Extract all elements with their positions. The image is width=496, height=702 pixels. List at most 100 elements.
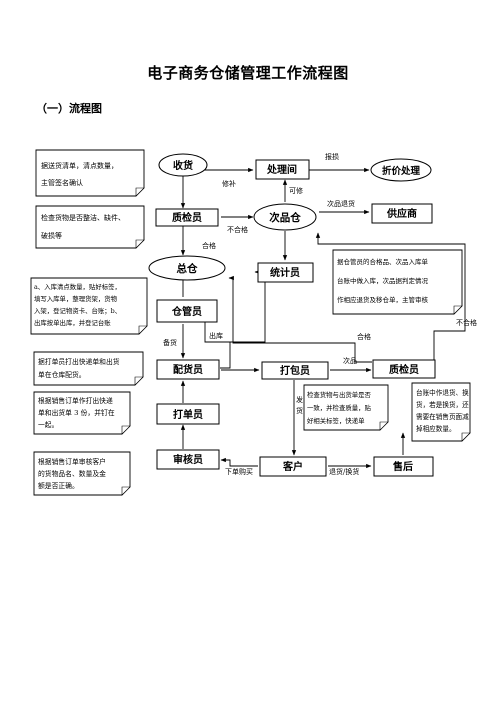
svg-text:检查货物是否整洁、缺件、 破损等: 检查货物是否整洁、缺件、 破损等	[41, 213, 127, 240]
label-qualified-2: 合格	[357, 332, 371, 341]
svg-text:根据销售订单作打出快递 单和出货单 3 份，: 根据销售订单作打出快递 单和出货单 3 份，并钉在 一起。	[38, 396, 117, 429]
label-shipping: 发货	[296, 395, 303, 415]
note-auditor-line-2: 的货物品名、数量及金	[38, 469, 106, 478]
node-customer: 客户	[259, 456, 327, 477]
note-auditor-line-3: 额是否正确。	[38, 481, 79, 490]
note-after-sales-line-2: 货，若是换货，还	[416, 400, 469, 409]
label-repairable: 可修	[289, 186, 303, 195]
node-receiving: 收货	[158, 153, 208, 177]
note-after-sales-line-4: 掉相应数量。	[416, 424, 456, 433]
label-repair: 修补	[222, 179, 236, 188]
node-customer-label: 客户	[282, 460, 303, 473]
note-qc-inbound-line-1: 检查货物是否整洁、缺件、	[41, 213, 125, 222]
svg-text:据仓管员的合格品、次品入库单 台账中做入库，: 据仓管员的合格品、次品入库单 台账中做入库，次品据判定情况 作相应退货及移仓单，…	[337, 257, 430, 304]
label-defect-return: 次品退货	[327, 199, 355, 208]
node-order-clerk-label: 打单员	[173, 408, 203, 421]
node-qc-outbound: 质检员	[372, 359, 436, 379]
svg-text:检查货物与出货单是否 一致，并检查质量，贴: 检查货物与出货单是否 一致，并检查质量，贴 好相关标签，快递单	[307, 390, 373, 425]
note-packer-line-2: 一致，并检查质量，贴	[307, 403, 372, 412]
node-statistician-label: 统计员	[270, 266, 300, 279]
node-supplier: 供应商	[371, 203, 433, 224]
node-qc-outbound-label: 质检员	[389, 363, 419, 376]
node-qc-inbound: 质检员	[155, 208, 219, 227]
note-dispatcher-line-2: 单在仓库配货。	[38, 370, 86, 379]
note-keeper-line-1: a、入库清点数量，贴好标签，	[34, 282, 121, 291]
node-packer-label: 打包员	[280, 364, 310, 377]
node-discount: 折价处理	[370, 158, 432, 182]
note-receiving-line-1: 据送货清单，清点数量，	[41, 161, 118, 170]
node-keeper-label: 仓管员	[171, 305, 202, 318]
node-processing: 处理间	[255, 159, 310, 180]
node-auditor-label: 审核员	[173, 453, 203, 466]
node-processing-label: 处理间	[266, 163, 297, 176]
edge-labels: 报损 修补 可修 次品退货 不合格 合格 不合格 合格 出库 备货 次品 发货 …	[163, 152, 477, 476]
node-main-warehouse-label: 总仓	[177, 262, 198, 275]
arrow-qc2-to-main	[228, 275, 372, 363]
label-place-order: 下单购买	[225, 467, 253, 476]
note-packer-line-3: 好相关标签，快递单	[307, 416, 365, 425]
note-statistician: 据仓管员的合格品、次品入库单 台账中做入库，次品据判定情况 作相应退货及移仓单，…	[332, 249, 463, 315]
svg-text:台账中作退货、换 货，若是换货，还: 台账中作退货、换 货，若是换货，还 需要在销售页面减 掉相应数量。	[416, 388, 471, 433]
node-after-sales: 售后	[373, 456, 434, 477]
label-damaged: 报损	[325, 152, 339, 161]
label-stock-prep: 备货	[163, 338, 177, 347]
connectors	[180, 167, 466, 469]
node-secondary-warehouse-label: 次品仓	[269, 211, 301, 224]
note-qc-inbound-line-2: 破损等	[41, 231, 62, 240]
node-main-warehouse: 总仓	[148, 255, 226, 281]
note-packer-line-1: 检查货物与出货单是否	[307, 390, 372, 399]
node-order-clerk: 打单员	[156, 403, 220, 425]
note-after-sales-line-1: 台账中作退货、换	[416, 388, 469, 397]
note-keeper-line-4: 出库按单出库，并登记台账	[34, 318, 111, 327]
note-statistician-line-1: 据仓管员的合格品、次品入库单	[337, 257, 429, 266]
node-receiving-label: 收货	[173, 159, 193, 172]
label-defect: 次品	[343, 356, 357, 365]
note-after-sales-line-3: 需要在销售页面减	[416, 412, 469, 421]
note-order-clerk-line-1: 根据销售订单作打出快递	[38, 396, 113, 405]
note-packer: 检查货物与出货单是否 一致，并检查质量，贴 好相关标签，快递单	[303, 384, 389, 431]
label-outbound: 出库	[209, 331, 223, 340]
node-secondary-warehouse: 次品仓	[253, 203, 317, 231]
label-qualified-1: 合格	[202, 241, 216, 250]
node-auditor: 审核员	[156, 449, 220, 470]
node-qc-inbound-label: 质检员	[172, 211, 202, 224]
note-order-clerk-line-2: 单和出货单 3 份，并钉在	[38, 408, 115, 417]
svg-text:a、入库清点数量，贴好标签， 填写入库单，整: a、入库清点数量，贴好标签， 填写入库单，整理货架，货物 入架，登记物资卡、台账…	[34, 282, 123, 327]
label-unqualified-1: 不合格	[227, 225, 248, 234]
note-auditor: 根据销售订单审核客户 的货物品名、数量及金 额是否正确。	[33, 451, 131, 496]
note-order-clerk: 根据销售订单作打出快递 单和出货单 3 份，并钉在 一起。	[33, 391, 131, 435]
note-keeper: a、入库清点数量，贴好标签， 填写入库单，整理货架，货物 入架，登记物资卡、台账…	[30, 277, 148, 335]
note-keeper-line-2: 填写入库单，整理货架，货物	[34, 294, 118, 303]
note-qc-inbound: 检查货物是否整洁、缺件、 破损等	[35, 205, 145, 249]
arrow-qc2-to-secondary	[315, 232, 466, 360]
node-dispatcher-label: 配货员	[173, 363, 203, 376]
node-supplier-label: 供应商	[386, 207, 417, 220]
node-statistician: 统计员	[257, 262, 314, 283]
line-outbound	[220, 342, 231, 369]
label-unqualified-2: 不合格	[456, 318, 477, 327]
note-order-clerk-line-3: 一起。	[38, 421, 58, 429]
node-discount-label: 折价处理	[382, 165, 421, 177]
svg-text:据送货清单，清点数量， 主管签名确认: 据送货清单，清点数量， 主管签名确认	[41, 161, 120, 187]
svg-text:据打单员打出快递单和出货 单在仓库配货。: 据打单员打出快递单和出货 单在仓库配货。	[38, 357, 122, 379]
svg-text:根据销售订单审核客户 的货物品名、数量及金: 根据销售订单审核客户 的货物品名、数量及金 额是否正确。	[38, 457, 108, 490]
note-statistician-line-2: 台账中做入库，次品据判定情况	[337, 276, 429, 285]
note-after-sales: 台账中作退货、换 货，若是换货，还 需要在销售页面减 掉相应数量。	[411, 382, 471, 442]
note-dispatcher: 据打单员打出快递单和出货 单在仓库配货。	[33, 351, 144, 386]
node-keeper: 仓管员	[156, 299, 218, 323]
note-receiving: 据送货清单，清点数量， 主管签名确认	[35, 149, 145, 197]
note-receiving-line-2: 主管签名确认	[41, 178, 83, 187]
node-dispatcher: 配货员	[156, 359, 220, 380]
node-after-sales-label: 售后	[393, 460, 413, 473]
note-keeper-line-3: 入架，登记物资卡、台账；b、	[34, 306, 121, 315]
note-statistician-line-3: 作相应退货及移仓单，主管审核	[337, 295, 429, 304]
node-packer: 打包员	[261, 361, 329, 380]
arrow-customer-to-auditor	[220, 457, 258, 467]
page-title: 电子商务仓储管理工作流程图	[147, 64, 349, 82]
note-dispatcher-line-1: 据打单员打出快递单和出货	[38, 357, 120, 366]
label-return-exchange: 退货/换货	[329, 467, 359, 476]
section-heading: （一）流程图	[36, 102, 102, 115]
note-auditor-line-1: 根据销售订单审核客户	[38, 457, 106, 466]
